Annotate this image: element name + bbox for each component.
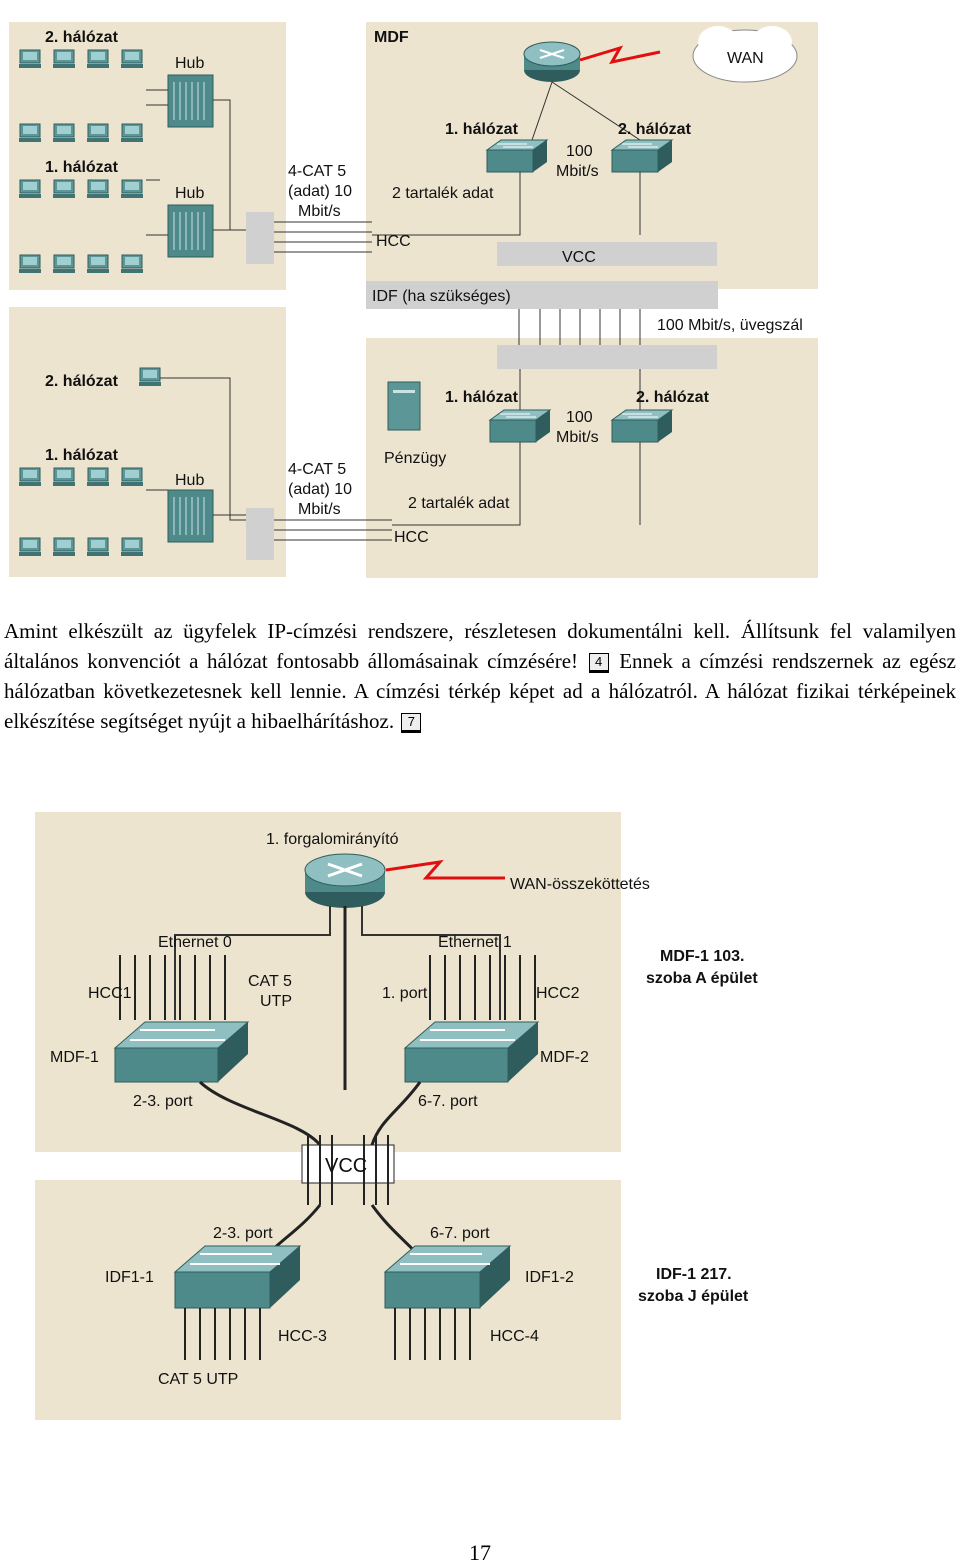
patch-panel bbox=[246, 508, 274, 560]
label: 100 Mbit/s, üvegszál bbox=[657, 317, 803, 334]
page-number: 17 bbox=[469, 1540, 491, 1565]
label: Ethernet 1 bbox=[438, 934, 512, 951]
switch-icon bbox=[489, 409, 551, 443]
label: 4-CAT 5 bbox=[288, 461, 346, 478]
label: IDF-1 217. bbox=[656, 1266, 732, 1283]
switch-icon bbox=[113, 1021, 250, 1083]
label: Mbit/s bbox=[298, 203, 341, 220]
label: 1. forgalomirányító bbox=[266, 831, 399, 848]
reference-marker[interactable]: 4 bbox=[588, 653, 609, 673]
server-icon bbox=[387, 381, 421, 431]
patch-panel bbox=[497, 242, 717, 266]
vcc-connector bbox=[301, 1135, 395, 1205]
label: 2. hálózat bbox=[45, 373, 119, 390]
router-icon bbox=[523, 41, 581, 82]
label: 6-7. port bbox=[430, 1225, 490, 1242]
label: MDF-1 103. bbox=[660, 948, 744, 965]
hub-icon bbox=[167, 204, 214, 258]
switch-icon bbox=[383, 1245, 512, 1309]
label: (adat) 10 bbox=[288, 481, 352, 498]
reference-marker[interactable]: 7 bbox=[401, 713, 422, 733]
label: 2-3. port bbox=[133, 1093, 193, 1110]
label: IDF1-1 bbox=[105, 1269, 154, 1286]
label: MDF-1 bbox=[50, 1049, 99, 1066]
label: HCC bbox=[394, 529, 429, 546]
label: HCC2 bbox=[536, 985, 580, 1002]
body-paragraph: Amint elkészült az ügyfelek IP-címzési r… bbox=[4, 616, 956, 736]
label: 1. hálózat bbox=[45, 447, 119, 464]
label: 100 bbox=[566, 409, 593, 426]
paragraph-text: Ennek a címzési rendszernek az egész hál… bbox=[4, 649, 956, 733]
panel-idf bbox=[366, 338, 818, 578]
label: 2. hálózat bbox=[618, 121, 692, 138]
panel-top-left bbox=[9, 22, 286, 290]
pc-icon bbox=[138, 367, 162, 387]
label: HCC-3 bbox=[278, 1328, 327, 1345]
label: CAT 5 bbox=[248, 973, 292, 990]
label: 1. hálózat bbox=[445, 121, 519, 138]
wan-cloud-icon bbox=[692, 26, 798, 83]
panel-idf-building-j bbox=[35, 1180, 621, 1420]
label: Hub bbox=[175, 185, 204, 202]
switch-icon bbox=[403, 1021, 540, 1083]
idf-bar bbox=[366, 281, 718, 309]
label: Ethernet 0 bbox=[158, 934, 232, 951]
label: 2. hálózat bbox=[636, 389, 710, 406]
panel-bottom-left bbox=[9, 307, 286, 577]
switch-icon bbox=[173, 1245, 302, 1309]
label: 2-3. port bbox=[213, 1225, 273, 1242]
router-icon bbox=[304, 853, 386, 908]
hub-icon bbox=[167, 74, 214, 128]
label: 1. hálózat bbox=[45, 159, 119, 176]
label: Mbit/s bbox=[556, 429, 599, 446]
label: Hub bbox=[175, 472, 204, 489]
switch-icon bbox=[611, 139, 673, 173]
label: 100 bbox=[566, 143, 593, 160]
switch-icon bbox=[486, 139, 548, 173]
label: CAT 5 UTP bbox=[158, 1371, 238, 1388]
label: HCC bbox=[376, 233, 411, 250]
label: 2 tartalék adat bbox=[392, 185, 494, 202]
hub-icon bbox=[167, 489, 214, 543]
label: VCC bbox=[325, 1155, 367, 1177]
patch-panel bbox=[497, 345, 717, 369]
label: Mbit/s bbox=[556, 163, 599, 180]
label: HCC1 bbox=[88, 985, 132, 1002]
label: MDF-2 bbox=[540, 1049, 589, 1066]
label: WAN bbox=[727, 50, 764, 67]
label: IDF1-2 bbox=[525, 1269, 574, 1286]
patch-panel bbox=[246, 212, 274, 264]
paragraph-text: Amint elkészült az ügyfelek IP-címzési r… bbox=[4, 619, 956, 673]
label: szoba A épület bbox=[646, 970, 758, 987]
label: Pénzügy bbox=[384, 450, 446, 467]
label: WAN-összeköttetés bbox=[510, 876, 650, 893]
label: HCC-4 bbox=[490, 1328, 539, 1345]
label: 6-7. port bbox=[418, 1093, 478, 1110]
label: IDF (ha szükséges) bbox=[372, 288, 511, 305]
label: 4-CAT 5 bbox=[288, 163, 346, 180]
label: MDF bbox=[374, 29, 409, 46]
label: 1. hálózat bbox=[445, 389, 519, 406]
label: szoba J épület bbox=[638, 1288, 749, 1305]
wan-link-bolt bbox=[579, 45, 661, 65]
label: 1. port bbox=[382, 985, 428, 1002]
label: (adat) 10 bbox=[288, 183, 352, 200]
label: Mbit/s bbox=[298, 501, 341, 518]
label: UTP bbox=[260, 993, 292, 1010]
label: Hub bbox=[175, 55, 204, 72]
label: 2 tartalék adat bbox=[408, 495, 510, 512]
label: 2. hálózat bbox=[45, 29, 119, 46]
wan-link-bolt bbox=[385, 859, 505, 880]
label: VCC bbox=[562, 249, 596, 266]
switch-icon bbox=[611, 409, 673, 443]
